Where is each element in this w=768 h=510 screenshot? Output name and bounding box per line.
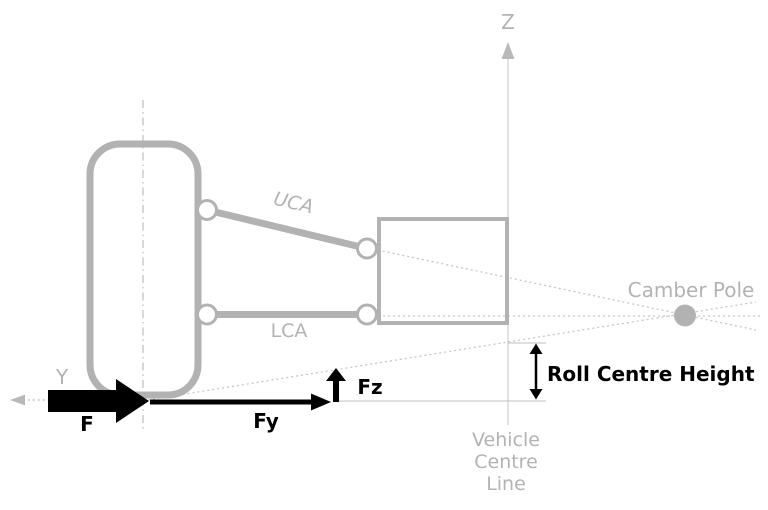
camber-pole-label: Camber Pole	[628, 278, 755, 302]
dimension-arrow-down-icon	[529, 389, 543, 400]
roll-centre-height-label: Roll Centre Height	[547, 362, 755, 386]
uca-inner-joint	[356, 237, 378, 260]
vehicle-centre-line-label-line1: Vehicle	[472, 429, 540, 451]
force-f-label: F	[80, 412, 94, 436]
force-fz-label: Fz	[357, 375, 382, 399]
chassis-box	[377, 217, 509, 325]
z-axis-arrowhead-icon	[501, 42, 515, 59]
force-fy-arrowhead-icon	[311, 393, 331, 411]
vehicle-centre-line-label-line3: Line	[486, 473, 526, 495]
force-f-arrow	[48, 379, 149, 423]
lca-outer-joint	[196, 303, 218, 326]
camber-pole-point	[674, 304, 696, 327]
lca-inner-joint	[356, 303, 378, 326]
tire	[86, 140, 202, 399]
y-axis-arrowhead-icon	[10, 394, 25, 406]
uca-label: UCA	[271, 188, 315, 219]
uca-outer-joint	[196, 199, 218, 221]
force-fy-label: Fy	[253, 409, 279, 433]
force-fz-arrowhead-icon	[326, 368, 346, 381]
y-axis-label: Y	[55, 365, 69, 389]
dimension-arrow-up-icon	[529, 343, 543, 354]
lca-label: LCA	[271, 320, 308, 342]
upper-control-arm	[206, 206, 368, 252]
z-axis-label: Z	[501, 10, 515, 34]
vehicle-centre-line-label-line2: Centre	[474, 451, 538, 473]
